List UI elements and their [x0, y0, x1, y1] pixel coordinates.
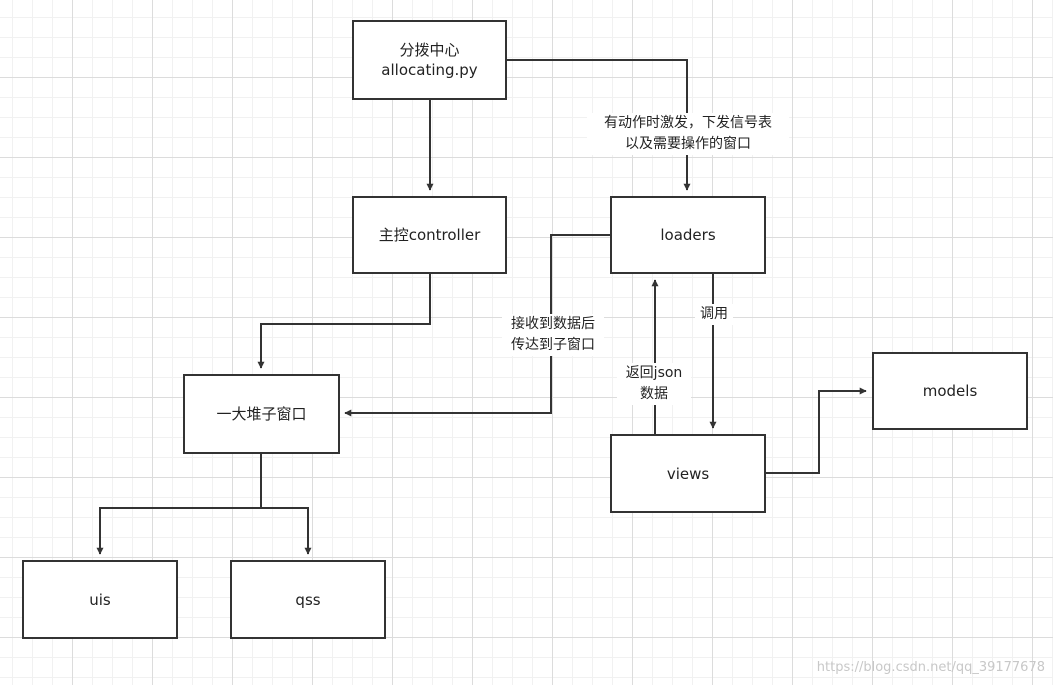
edge-label-forward: 接收到数据后 传达到子窗口 — [502, 314, 604, 356]
edge-controller-to-windows — [257, 273, 431, 369]
edge-views-to-models — [765, 387, 867, 474]
node-models: models — [872, 352, 1028, 430]
watermark: https://blog.csdn.net/qq_39177678 — [816, 660, 1045, 675]
node-controller: 主控controller — [352, 196, 507, 274]
edge-label-call-text: 调用 — [700, 306, 728, 322]
node-allocating: 分拨中心 allocating.py — [352, 20, 507, 100]
node-qss: qss — [230, 560, 386, 639]
edge-label-forward-line2: 传达到子窗口 — [511, 337, 595, 353]
edge-windows-to-uis — [96, 453, 262, 555]
node-loaders: loaders — [610, 196, 766, 274]
node-allocating-line2: allocating.py — [381, 61, 478, 79]
node-models-label: models — [922, 382, 978, 400]
node-windows: 一大堆子窗口 — [183, 374, 340, 454]
edge-label-forward-line1: 接收到数据后 — [511, 316, 595, 332]
node-uis-label: uis — [89, 590, 111, 609]
edge-label-call: 调用 — [695, 304, 733, 325]
edge-label-return-json-line2: 数据 — [640, 386, 668, 402]
node-qss-label: qss — [295, 590, 321, 609]
node-views: views — [610, 434, 766, 513]
edge-label-trigger-line2: 以及需要操作的窗口 — [625, 136, 751, 152]
edge-label-trigger-line1: 有动作时激发，下发信号表 — [604, 115, 772, 131]
edge-label-trigger: 有动作时激发，下发信号表 以及需要操作的窗口 — [587, 113, 789, 155]
node-controller-label: 主控controller — [378, 226, 481, 244]
edge-label-return-json: 返回json 数据 — [617, 363, 691, 405]
node-loaders-label: loaders — [660, 226, 716, 244]
edge-windows-to-qss — [261, 507, 312, 555]
node-allocating-line1: 分拨中心 — [399, 41, 460, 59]
node-views-label: views — [666, 464, 710, 483]
node-windows-label: 一大堆子窗口 — [216, 405, 307, 423]
edge-label-return-json-line1: 返回json — [625, 365, 683, 381]
node-uis: uis — [22, 560, 178, 639]
